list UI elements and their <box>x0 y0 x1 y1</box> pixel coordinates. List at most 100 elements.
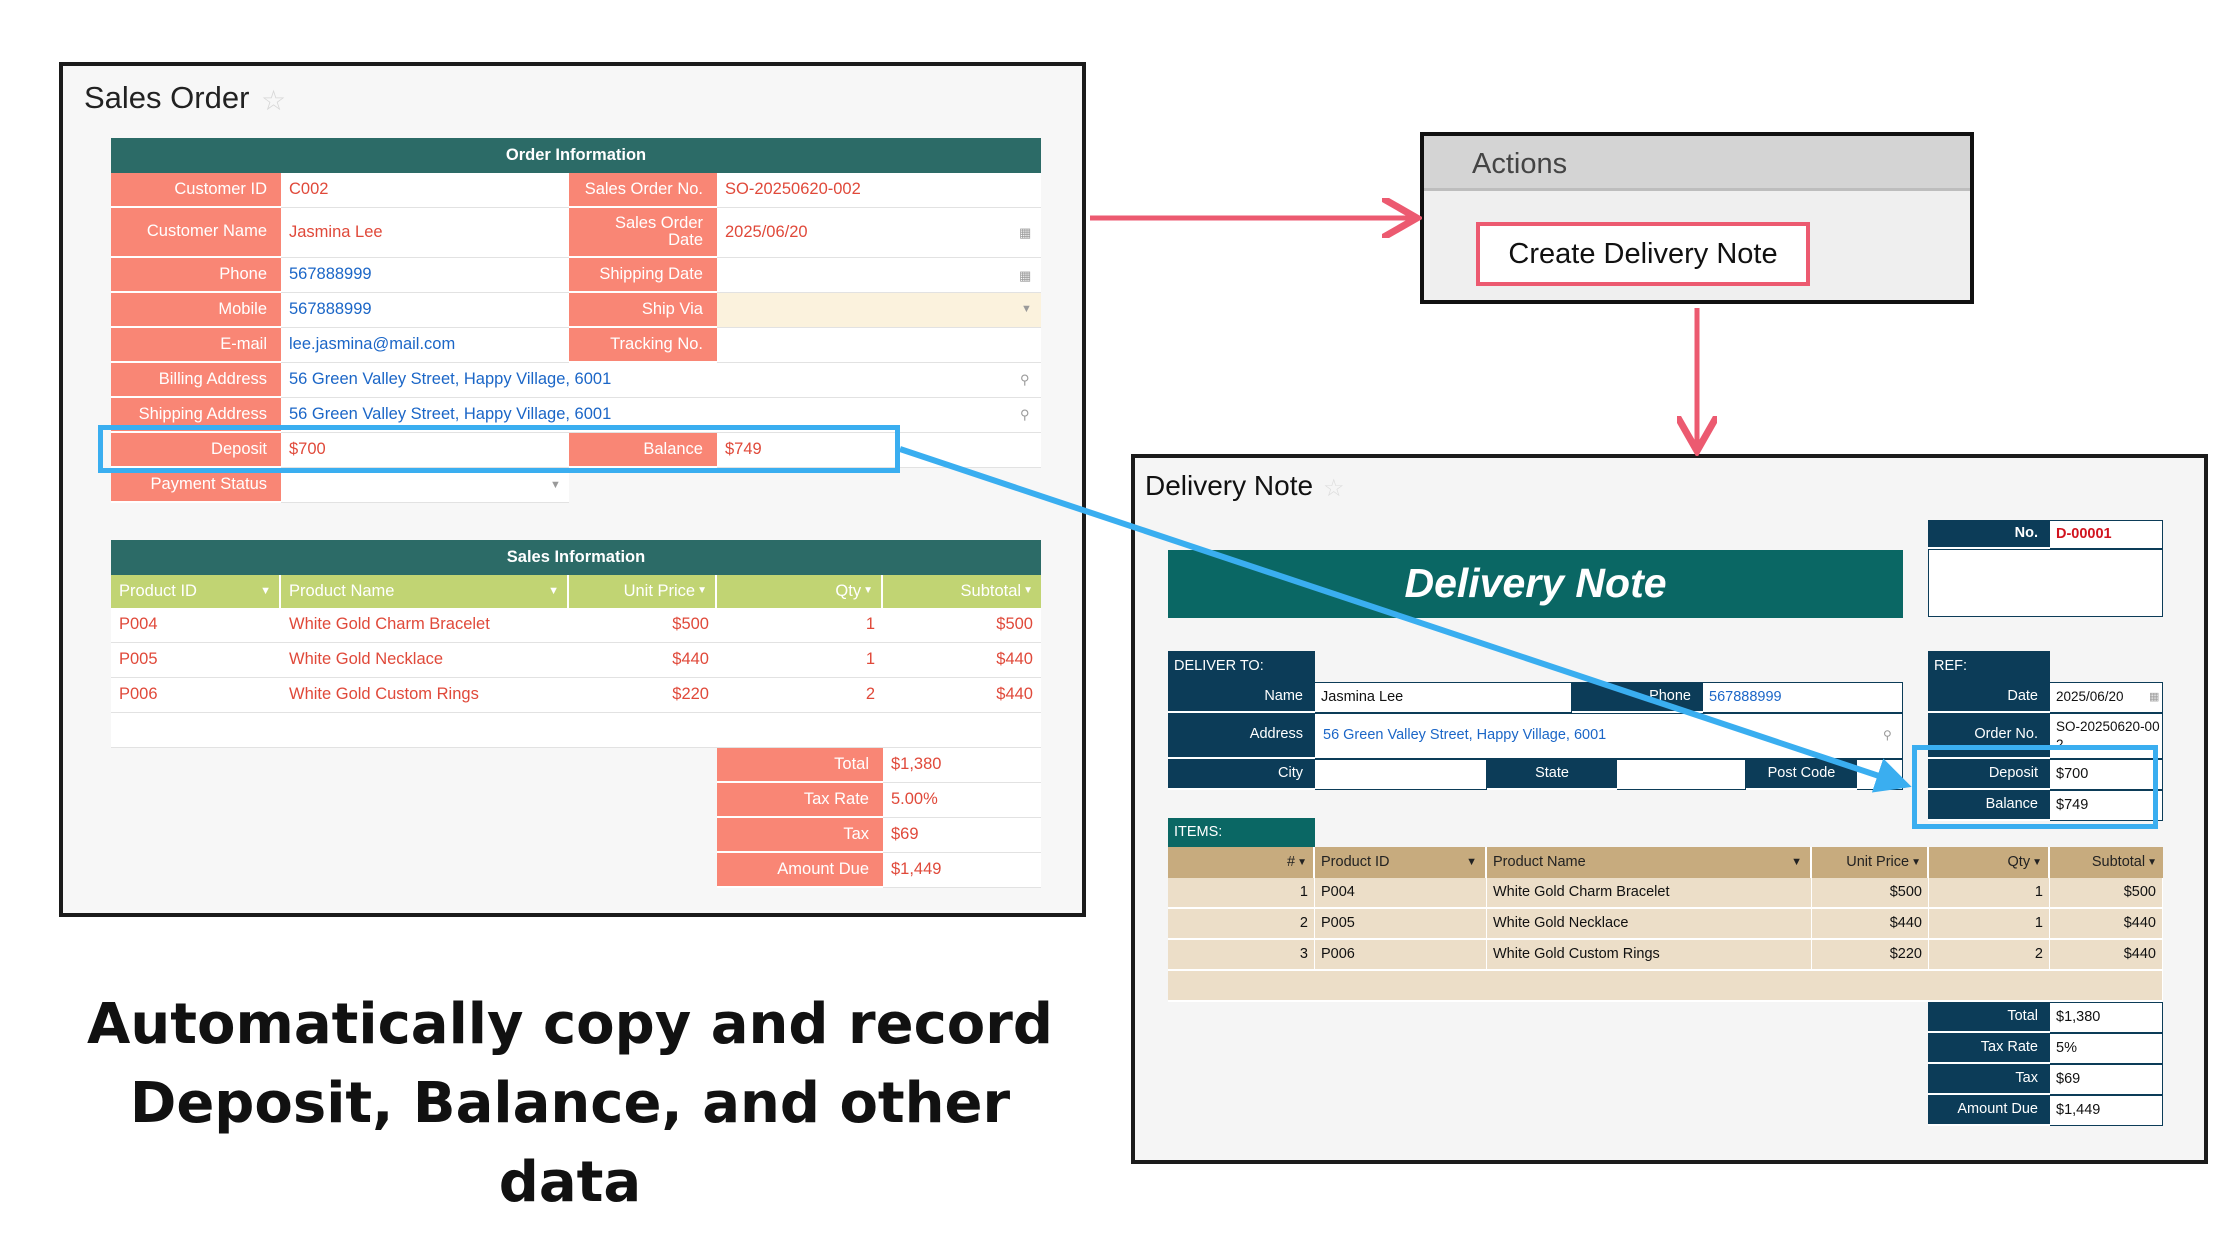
column-header-number[interactable]: #▼ <box>1168 847 1315 878</box>
column-header-qty[interactable]: Qty▼ <box>717 575 883 608</box>
star-icon[interactable]: ☆ <box>261 85 287 116</box>
tax-rate-value[interactable]: 5.00% <box>883 783 1041 818</box>
city-field[interactable] <box>1315 759 1487 790</box>
table-cell[interactable]: $500 <box>2050 878 2163 909</box>
create-delivery-note-button[interactable]: Create Delivery Note <box>1476 222 1810 286</box>
ship-via-select[interactable] <box>717 293 1041 328</box>
table-cell[interactable]: P004 <box>1315 878 1487 909</box>
table-cell[interactable]: $500 <box>1812 878 1929 909</box>
mobile-field[interactable]: 567888999 <box>281 293 569 328</box>
shipping-date-field[interactable] <box>717 258 1041 293</box>
sales-order-no-field[interactable]: SO-20250620-002 <box>717 173 1041 208</box>
phone-field[interactable]: 567888999 <box>1703 682 1903 713</box>
table-cell[interactable]: 3 <box>1168 940 1315 971</box>
dropdown-arrow-icon[interactable]: ▼ <box>1466 856 1477 869</box>
table-cell[interactable]: $440 <box>1812 909 1929 940</box>
table-row-empty[interactable] <box>111 713 1041 748</box>
column-header-product-id[interactable]: Product ID▼ <box>111 575 281 608</box>
table-cell[interactable]: $500 <box>569 608 717 643</box>
table-cell[interactable]: 1 <box>717 643 883 678</box>
billing-address-field[interactable]: 56 Green Valley Street, Happy Village, 6… <box>281 363 1041 398</box>
no-value[interactable]: D-00001 <box>2050 520 2163 549</box>
deposit-field[interactable]: $700 <box>2050 759 2163 790</box>
payment-status-select[interactable] <box>281 468 569 503</box>
column-header-product-id[interactable]: Product ID▼ <box>1315 847 1487 878</box>
sort-arrow-icon[interactable]: ▼ <box>863 585 873 597</box>
table-cell[interactable]: White Gold Necklace <box>281 643 569 678</box>
table-cell[interactable]: White Gold Custom Rings <box>281 678 569 713</box>
table-cell[interactable]: P005 <box>1315 909 1487 940</box>
table-cell[interactable]: $440 <box>2050 940 2163 971</box>
state-field[interactable] <box>1617 759 1746 790</box>
column-header-product-name[interactable]: Product Name▼ <box>1487 847 1812 878</box>
calendar-icon[interactable]: ▦ <box>2149 691 2160 703</box>
column-header-qty[interactable]: Qty▼ <box>1929 847 2050 878</box>
sales-order-date-field[interactable]: 2025/06/20 <box>717 208 1041 258</box>
balance-field[interactable]: $749 <box>2050 790 2163 821</box>
dropdown-arrow-icon[interactable]: ▼ <box>1791 856 1802 869</box>
table-cell[interactable]: 2 <box>717 678 883 713</box>
phone-field[interactable]: 567888999 <box>281 258 569 293</box>
no-blank-box <box>1928 549 2163 617</box>
table-cell[interactable]: $500 <box>883 608 1041 643</box>
table-cell[interactable]: P004 <box>111 608 281 643</box>
sort-arrow-icon[interactable]: ▼ <box>1911 857 1921 868</box>
column-header-subtotal[interactable]: Subtotal▼ <box>883 575 1041 608</box>
table-cell[interactable]: 1 <box>1168 878 1315 909</box>
column-header-unit-price[interactable]: Unit Price▼ <box>1812 847 1929 878</box>
table-cell[interactable]: White Gold Custom Rings <box>1487 940 1812 971</box>
tracking-no-field[interactable] <box>717 328 1041 363</box>
sort-arrow-icon[interactable]: ▼ <box>697 585 707 597</box>
table-cell[interactable]: $220 <box>569 678 717 713</box>
customer-name-field[interactable]: Jasmina Lee <box>281 208 569 258</box>
table-cell[interactable]: P006 <box>1315 940 1487 971</box>
sort-arrow-icon[interactable]: ▼ <box>2032 857 2042 868</box>
deposit-field[interactable]: $700 <box>281 433 569 468</box>
order-no-field[interactable]: SO-20250620-002 <box>2050 713 2163 759</box>
balance-field[interactable]: $749 <box>717 433 1041 468</box>
sort-arrow-icon[interactable]: ▼ <box>2147 857 2157 868</box>
table-cell[interactable]: P005 <box>111 643 281 678</box>
table-cell[interactable]: White Gold Necklace <box>1487 909 1812 940</box>
table-cell[interactable]: 2 <box>1929 940 2050 971</box>
sort-arrow-icon[interactable]: ▼ <box>1023 585 1033 597</box>
dropdown-arrow-icon[interactable]: ▼ <box>1021 303 1032 315</box>
name-field[interactable]: Jasmina Lee <box>1315 682 1572 713</box>
star-icon[interactable]: ☆ <box>1323 475 1345 502</box>
column-header-subtotal[interactable]: Subtotal▼ <box>2050 847 2163 878</box>
map-pin-icon[interactable]: ⚲ <box>1883 728 1892 742</box>
table-cell[interactable]: $440 <box>883 643 1041 678</box>
table-cell[interactable]: 1 <box>1929 878 2050 909</box>
dropdown-arrow-icon[interactable]: ▼ <box>550 479 561 491</box>
column-header-product-name[interactable]: Product Name ▼ <box>281 575 569 608</box>
customer-id-field[interactable]: C002 <box>281 173 569 208</box>
total-value: $1,380 <box>2050 1002 2163 1033</box>
table-row-empty[interactable] <box>1168 971 2163 1002</box>
table-cell[interactable]: $220 <box>1812 940 1929 971</box>
table-cell[interactable]: $440 <box>2050 909 2163 940</box>
map-pin-icon[interactable]: ⚲ <box>1020 407 1030 422</box>
table-cell[interactable]: P006 <box>111 678 281 713</box>
table-cell[interactable]: 2 <box>1168 909 1315 940</box>
email-field[interactable]: lee.jasmina@mail.com <box>281 328 569 363</box>
dropdown-arrow-icon[interactable]: ▼ <box>548 584 559 597</box>
address-field[interactable]: 56 Green Valley Street, Happy Village, 6… <box>1315 713 1903 759</box>
table-cell[interactable]: White Gold Charm Bracelet <box>1487 878 1812 909</box>
post-code-field[interactable] <box>1857 759 1903 790</box>
tax-rate-value[interactable]: 5% <box>2050 1033 2163 1064</box>
calendar-icon[interactable]: ▦ <box>1019 225 1032 240</box>
table-cell[interactable]: $440 <box>883 678 1041 713</box>
column-header-label: Product Name <box>289 581 395 600</box>
shipping-address-field[interactable]: 56 Green Valley Street, Happy Village, 6… <box>281 398 1041 433</box>
column-header-unit-price[interactable]: Unit Price▼ <box>569 575 717 608</box>
map-pin-icon[interactable]: ⚲ <box>1020 372 1030 387</box>
date-field[interactable]: 2025/06/20 <box>2050 682 2163 713</box>
amount-due-label: Amount Due <box>1928 1095 2050 1126</box>
sort-arrow-icon[interactable]: ▼ <box>1297 857 1307 868</box>
calendar-icon[interactable]: ▦ <box>1019 268 1032 283</box>
dropdown-arrow-icon[interactable]: ▼ <box>260 584 271 597</box>
table-cell[interactable]: White Gold Charm Bracelet <box>281 608 569 643</box>
table-cell[interactable]: $440 <box>569 643 717 678</box>
table-cell[interactable]: 1 <box>717 608 883 643</box>
table-cell[interactable]: 1 <box>1929 909 2050 940</box>
